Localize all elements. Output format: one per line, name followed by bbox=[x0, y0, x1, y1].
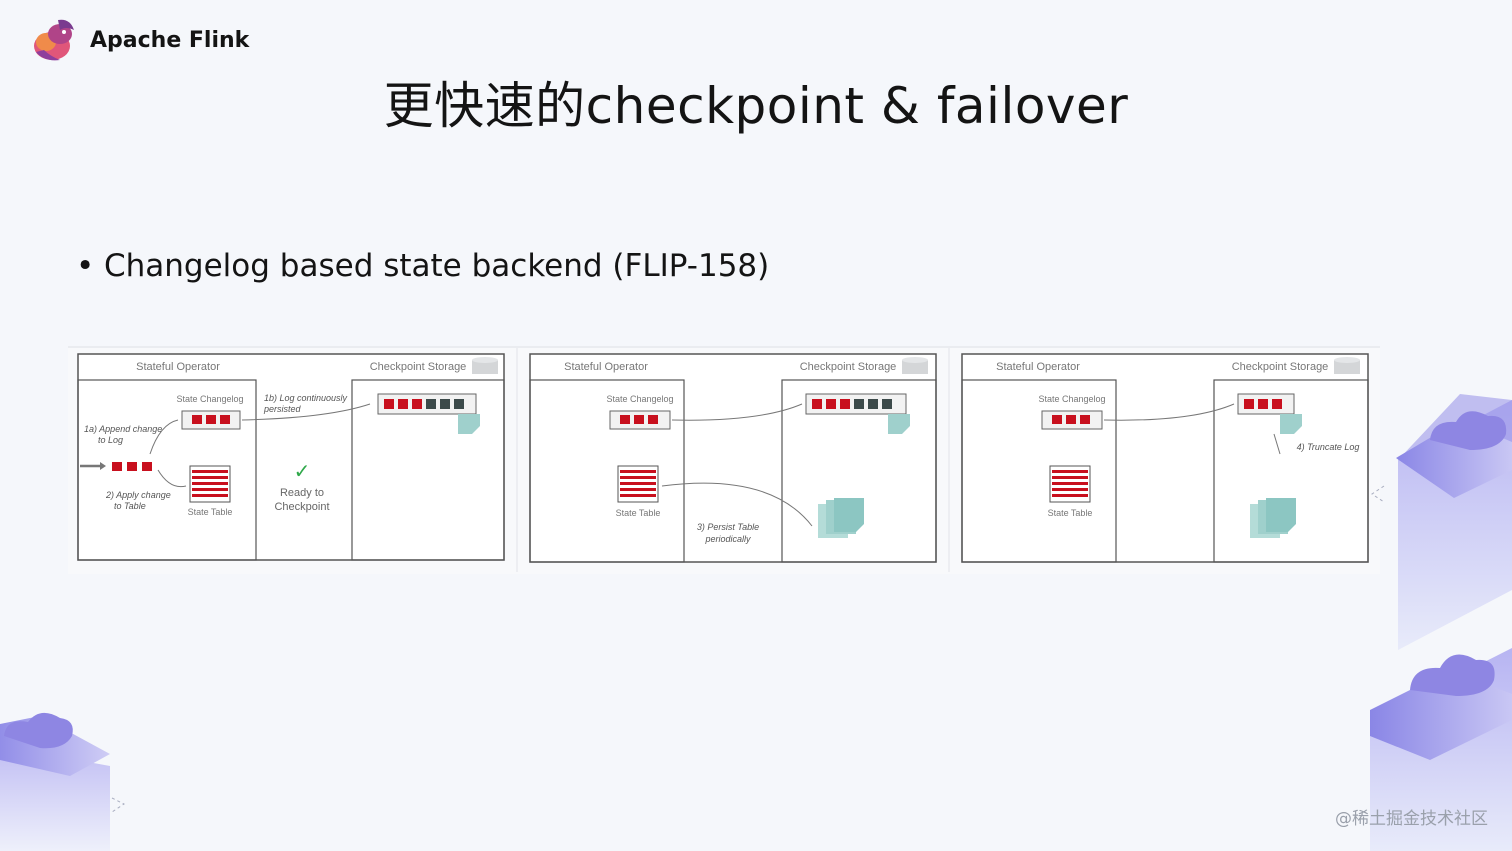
persist-arrow bbox=[241, 403, 371, 421]
bullet-item: •Changelog based state backend (FLIP-158… bbox=[76, 248, 769, 284]
changelog-diagram: Stateful Operator Checkpoint Storage Sta… bbox=[68, 346, 1380, 574]
panel-frame bbox=[529, 353, 937, 563]
note-persist-2: periodically bbox=[704, 534, 751, 544]
truncate-arrow bbox=[1273, 433, 1281, 455]
operator-label: Stateful Operator bbox=[996, 361, 1080, 373]
diagram-panel-2: Stateful Operator Checkpoint Storage Sta… bbox=[529, 353, 937, 563]
operator-label: Stateful Operator bbox=[136, 361, 220, 373]
watermark: @稀土掘金技术社区 bbox=[1335, 809, 1488, 829]
table-snapshot-icon bbox=[818, 498, 864, 538]
checkpoint-storage-box bbox=[351, 379, 505, 561]
ready-label-1: Ready to bbox=[280, 487, 324, 499]
persist-arrow bbox=[671, 403, 803, 421]
state-operator-box bbox=[961, 379, 1117, 563]
operator-label: Stateful Operator bbox=[564, 361, 648, 373]
note-persisted: 1b) Log continuously bbox=[264, 393, 348, 403]
panel-frame bbox=[77, 353, 505, 561]
changelog-label: State Changelog bbox=[176, 394, 243, 404]
table-label: State Table bbox=[1048, 508, 1093, 518]
note-truncate: 4) Truncate Log bbox=[1297, 442, 1360, 452]
note-apply: 2) Apply change bbox=[105, 490, 171, 500]
log-file-icon bbox=[458, 414, 480, 434]
note-apply-2: to Table bbox=[114, 501, 146, 511]
checkpoint-storage-box bbox=[1213, 379, 1369, 563]
storage-cylinder-icon bbox=[472, 357, 498, 374]
brand-name: Apache Flink bbox=[90, 27, 250, 53]
note-append-2: to Log bbox=[98, 435, 123, 445]
panel-frame bbox=[961, 353, 1369, 563]
changelog-label: State Changelog bbox=[606, 394, 673, 404]
table-label: State Table bbox=[616, 508, 661, 518]
slide-title: 更快速的checkpoint & failover bbox=[383, 77, 1129, 135]
note-persisted-2: persisted bbox=[263, 404, 302, 414]
table-snapshot-icon bbox=[1250, 498, 1296, 538]
storage-cylinder-icon bbox=[1334, 357, 1360, 374]
flink-squirrel-icon bbox=[34, 19, 74, 61]
state-table-icon bbox=[617, 465, 659, 503]
storage-cylinder-icon bbox=[902, 357, 928, 374]
note-append: 1a) Append change bbox=[84, 424, 162, 434]
storage-label: Checkpoint Storage bbox=[370, 361, 467, 373]
note-persist: 3) Persist Table bbox=[697, 522, 759, 532]
brand-logo: Apache Flink bbox=[30, 16, 249, 64]
persist-table-arrow bbox=[661, 482, 813, 527]
storage-label: Checkpoint Storage bbox=[800, 361, 897, 373]
diagram-panel-1: Stateful Operator Checkpoint Storage Sta… bbox=[77, 353, 505, 561]
state-operator-box bbox=[529, 379, 685, 563]
log-file-icon bbox=[1280, 414, 1302, 434]
bullet-dot-icon: • bbox=[76, 248, 95, 284]
table-label: State Table bbox=[188, 507, 233, 517]
diagram-panel-3: Stateful Operator Checkpoint Storage Sta… bbox=[961, 353, 1369, 563]
state-table-icon bbox=[1049, 465, 1091, 503]
checkpoint-storage-box bbox=[781, 379, 937, 563]
changelog-label: State Changelog bbox=[1038, 394, 1105, 404]
decor-cloud-tower-left bbox=[0, 712, 125, 851]
persist-arrow bbox=[1103, 403, 1235, 421]
check-icon: ✓ bbox=[294, 461, 311, 483]
state-operator-box bbox=[77, 379, 257, 561]
ready-label-2: Checkpoint bbox=[274, 501, 329, 513]
bullet-text: Changelog based state backend (FLIP-158) bbox=[104, 248, 770, 284]
log-file-icon bbox=[888, 414, 910, 434]
decor-cloud-tower-right bbox=[1370, 394, 1512, 851]
storage-label: Checkpoint Storage bbox=[1232, 361, 1329, 373]
state-table-icon bbox=[189, 465, 231, 503]
